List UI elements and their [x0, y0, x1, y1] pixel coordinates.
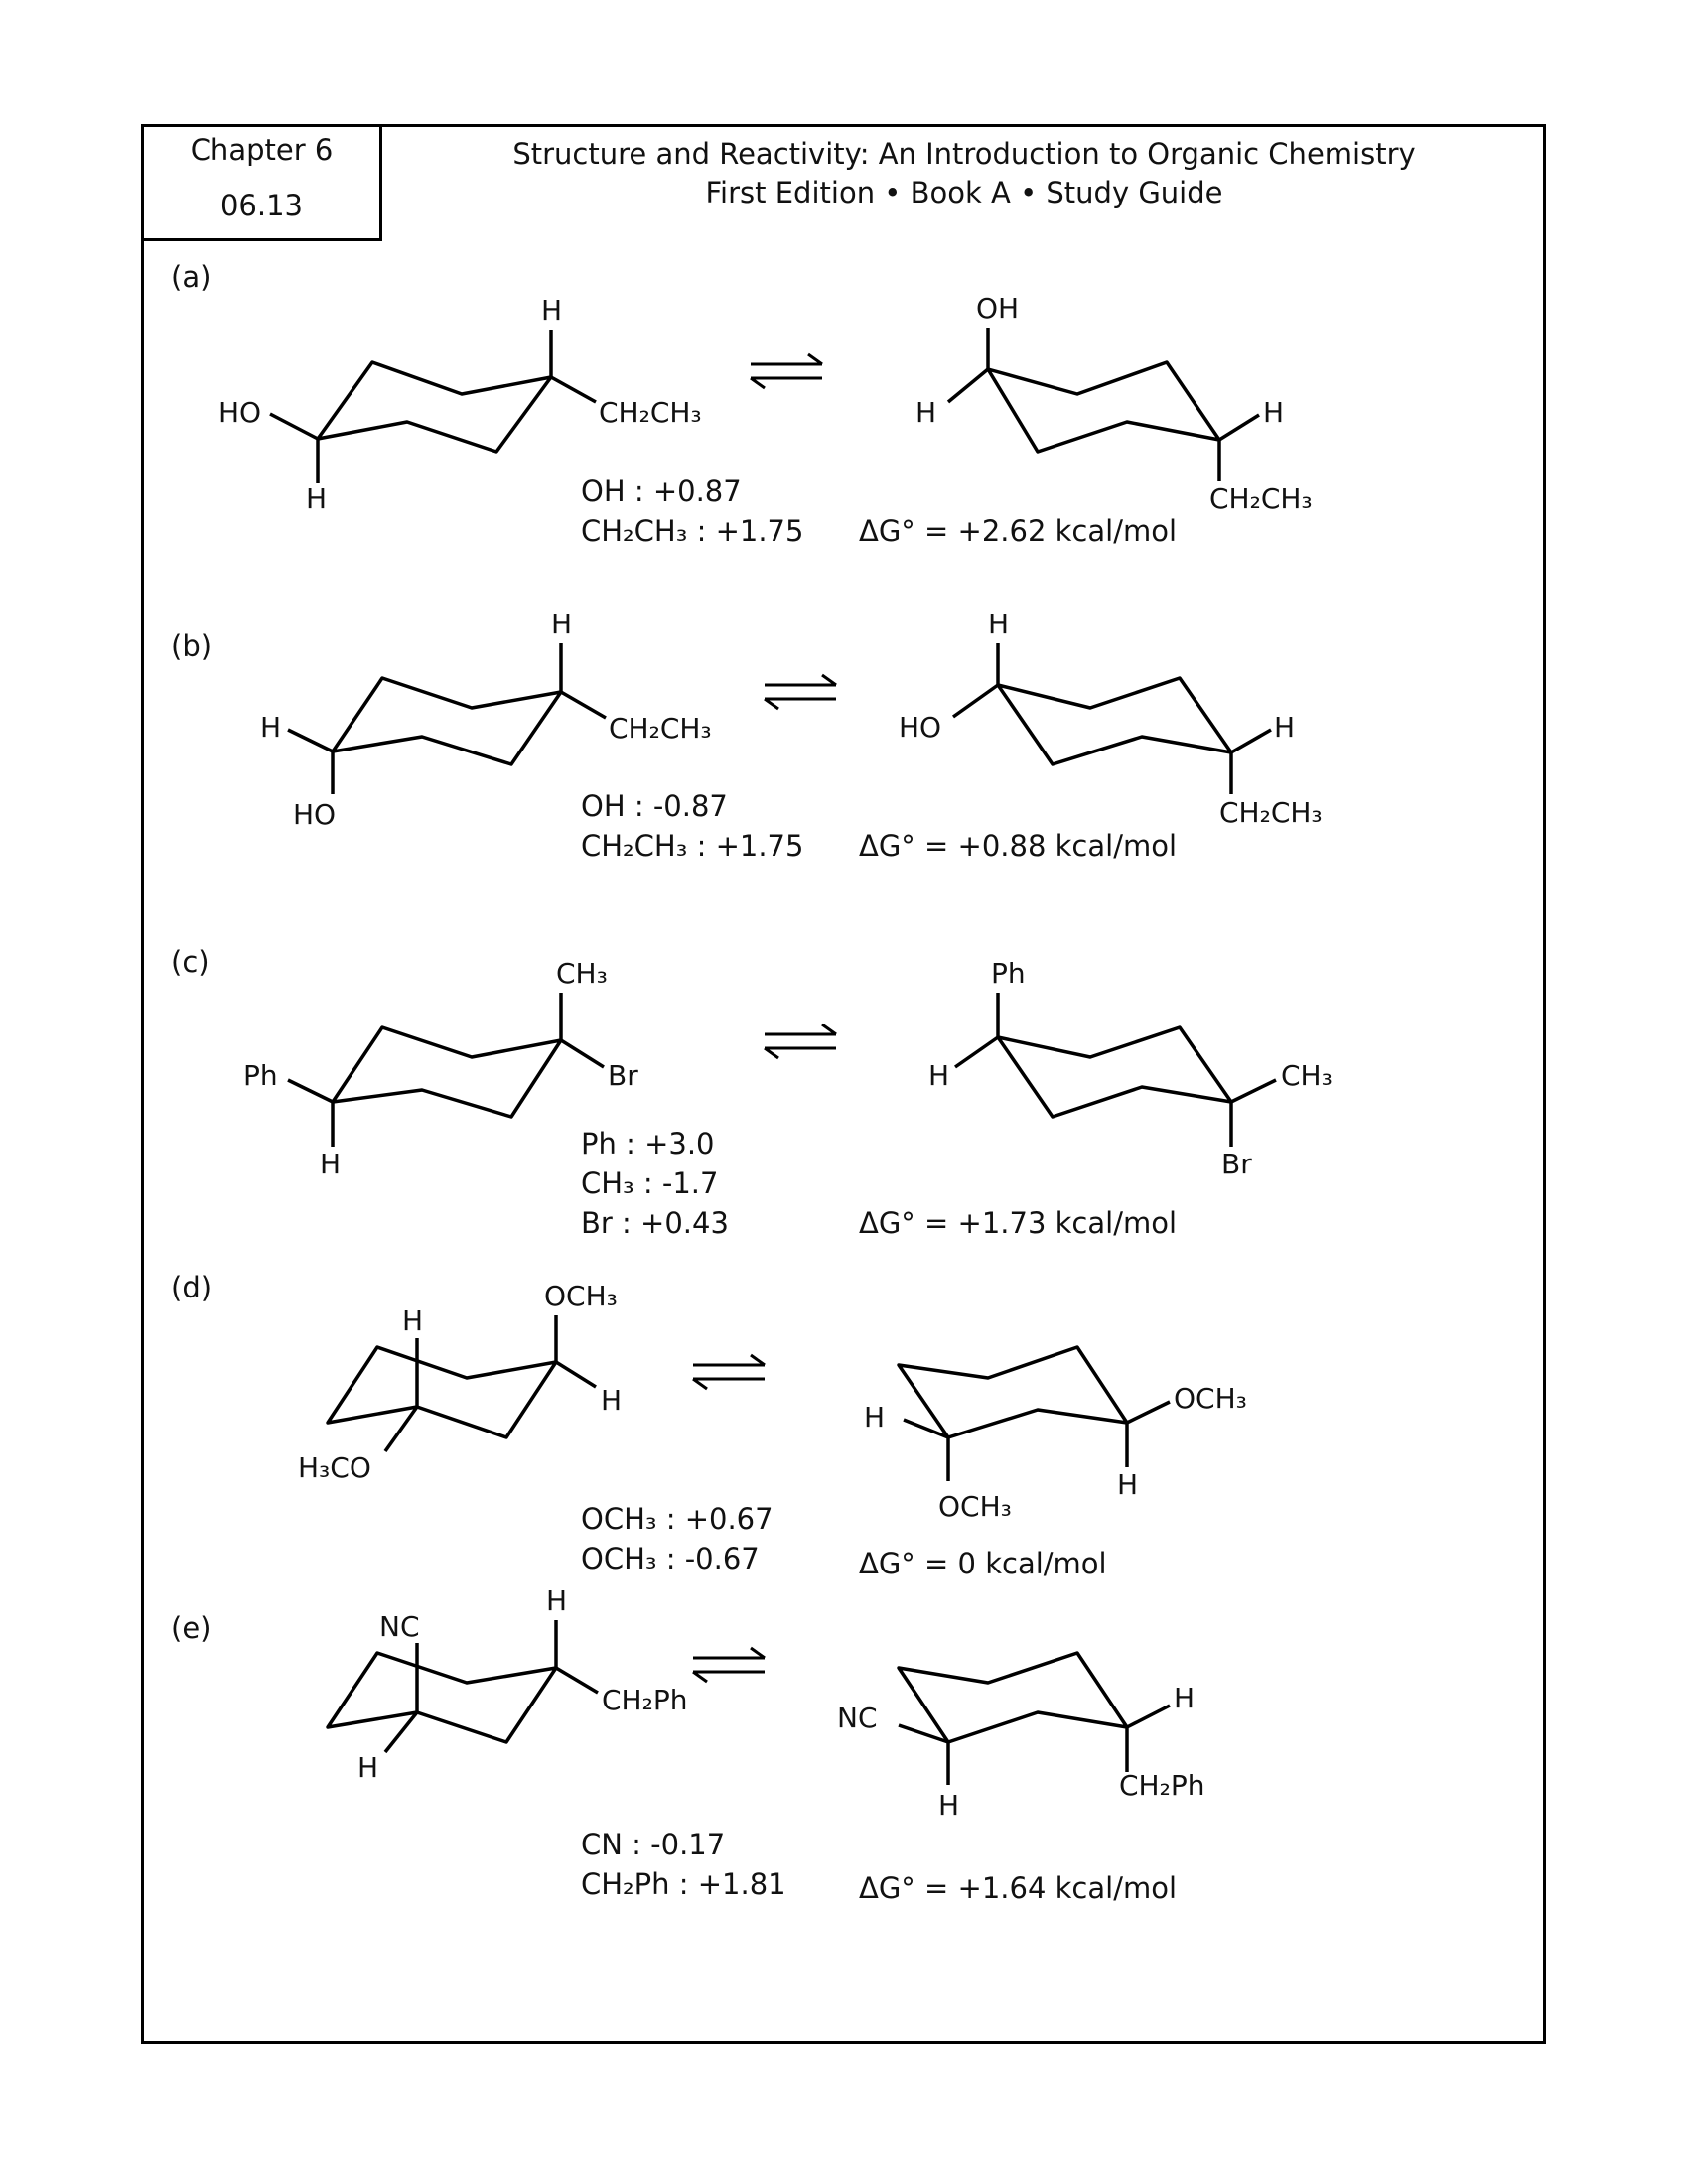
substituent-label: CH₃	[1281, 1059, 1333, 1092]
equilibrium-arrows	[749, 352, 824, 390]
substituent-label: CH₂CH₃	[599, 396, 702, 429]
substituent-label: Br	[608, 1059, 638, 1092]
a-value-line: CH₂CH₃ : +1.75	[581, 514, 803, 548]
equilibrium-arrows	[691, 1353, 767, 1391]
substituent-label: H	[988, 608, 1009, 640]
a-value-line: Ph : +3.0	[581, 1127, 715, 1160]
chair-left-b	[287, 643, 607, 794]
chair-right-c	[953, 993, 1277, 1147]
chair-left-d	[326, 1315, 597, 1453]
substituent-label: H	[938, 1789, 959, 1822]
substituent-label: HO	[293, 798, 336, 831]
substituent-label: OCH₃	[938, 1490, 1012, 1523]
substituent-label: OCH₃	[544, 1280, 618, 1312]
problem-number: 06.13	[219, 189, 304, 222]
a-value-line: OCH₃ : +0.67	[581, 1502, 774, 1536]
delta-g-result: ΔG° = +2.62 kcal/mol	[859, 514, 1177, 548]
substituent-label: H	[1174, 1682, 1195, 1714]
a-value-line: OH : -0.87	[581, 789, 728, 823]
substituent-label: H	[306, 482, 327, 515]
part-label-e: (e)	[171, 1611, 211, 1645]
substituent-label: H	[260, 711, 281, 744]
part-e: H CH₂Ph NC H NC H H CH₂Ph CN : -0.17 CH₂…	[326, 1584, 1204, 1905]
substituent-label: H	[1274, 711, 1295, 744]
substituent-label: Ph	[991, 957, 1026, 990]
a-value-line: OH : +0.87	[581, 475, 742, 508]
substituent-label: OH	[976, 292, 1019, 325]
chair-left-e	[326, 1620, 599, 1754]
substituent-label: Br	[1221, 1148, 1252, 1180]
part-b: H CH₂CH₃ H HO H HO H CH₂CH₃ OH : -0.87 C…	[260, 608, 1323, 863]
a-value-line: Br : +0.43	[581, 1206, 729, 1240]
page-frame	[141, 124, 1546, 2044]
substituent-label: H	[1263, 396, 1284, 429]
substituent-label: H	[546, 1584, 567, 1617]
substituent-label: HO	[899, 711, 941, 744]
substituent-label: Ph	[243, 1059, 278, 1092]
substituent-label: H	[402, 1304, 423, 1337]
chapter-box: Chapter 6 06.13	[141, 124, 382, 241]
equilibrium-arrows	[763, 673, 838, 711]
substituent-label: H	[928, 1059, 949, 1092]
substituent-label: CH₂CH₃	[1219, 796, 1323, 829]
chair-right-d	[897, 1345, 1171, 1481]
a-value-line: OCH₃ : -0.67	[581, 1542, 760, 1575]
substituent-label: CH₂Ph	[1119, 1769, 1204, 1802]
part-c: CH₃ Br Ph H Ph H CH₃ Br Ph : +3.0 CH₃ : …	[243, 957, 1333, 1240]
part-label-d: (d)	[171, 1271, 212, 1304]
substituent-label: H	[541, 294, 562, 327]
part-label-b: (b)	[171, 629, 212, 663]
chair-left-a	[269, 330, 597, 483]
substituent-label: CH₂Ph	[602, 1684, 687, 1716]
part-a: H CH₂CH₃ HO H OH H H CH₂CH₃ OH : +0.87 C…	[218, 292, 1313, 548]
chair-right-b	[951, 643, 1272, 794]
delta-g-result: ΔG° = +1.73 kcal/mol	[859, 1206, 1177, 1240]
a-value-line: CN : -0.17	[581, 1828, 725, 1861]
delta-g-result: ΔG° = 0 kcal/mol	[859, 1547, 1107, 1580]
a-value-line: CH₃ : -1.7	[581, 1166, 718, 1200]
substituent-label: H	[864, 1401, 885, 1433]
delta-g-result: ΔG° = +0.88 kcal/mol	[859, 829, 1177, 863]
substituent-label: CH₂CH₃	[1209, 482, 1313, 515]
part-label-a: (a)	[171, 260, 211, 294]
chair-right-a	[946, 328, 1260, 481]
a-value-line: CH₂Ph : +1.81	[581, 1867, 786, 1901]
equilibrium-arrows	[763, 1023, 838, 1060]
substituent-label: OCH₃	[1174, 1382, 1247, 1415]
substituent-label: NC	[379, 1610, 420, 1643]
substituent-label: NC	[837, 1702, 878, 1734]
substituent-label: H	[1117, 1468, 1138, 1501]
book-subtitle: First Edition • Book A • Study Guide	[705, 176, 1223, 209]
substituent-label: H	[915, 396, 936, 429]
equilibrium-arrows	[691, 1646, 767, 1684]
substituent-label: H	[320, 1148, 341, 1180]
substituent-label: CH₃	[556, 957, 608, 990]
substituent-label: H₃CO	[298, 1451, 371, 1484]
part-d: OCH₃ H H H₃CO OCH₃ H H OCH₃ OCH₃ : +0.67…	[298, 1280, 1247, 1580]
substituent-label: H	[551, 608, 572, 640]
a-value-line: CH₂CH₃ : +1.75	[581, 829, 803, 863]
substituent-label: H	[357, 1751, 378, 1784]
chair-right-e	[897, 1651, 1171, 1785]
substituent-label: H	[601, 1384, 622, 1417]
substituent-label: HO	[218, 396, 261, 429]
book-title: Structure and Reactivity: An Introductio…	[512, 137, 1416, 171]
substituent-label: CH₂CH₃	[609, 712, 712, 745]
chapter-label: Chapter 6	[190, 133, 334, 167]
delta-g-result: ΔG° = +1.64 kcal/mol	[859, 1871, 1177, 1905]
part-label-c: (c)	[171, 945, 210, 979]
chair-left-c	[287, 993, 605, 1147]
